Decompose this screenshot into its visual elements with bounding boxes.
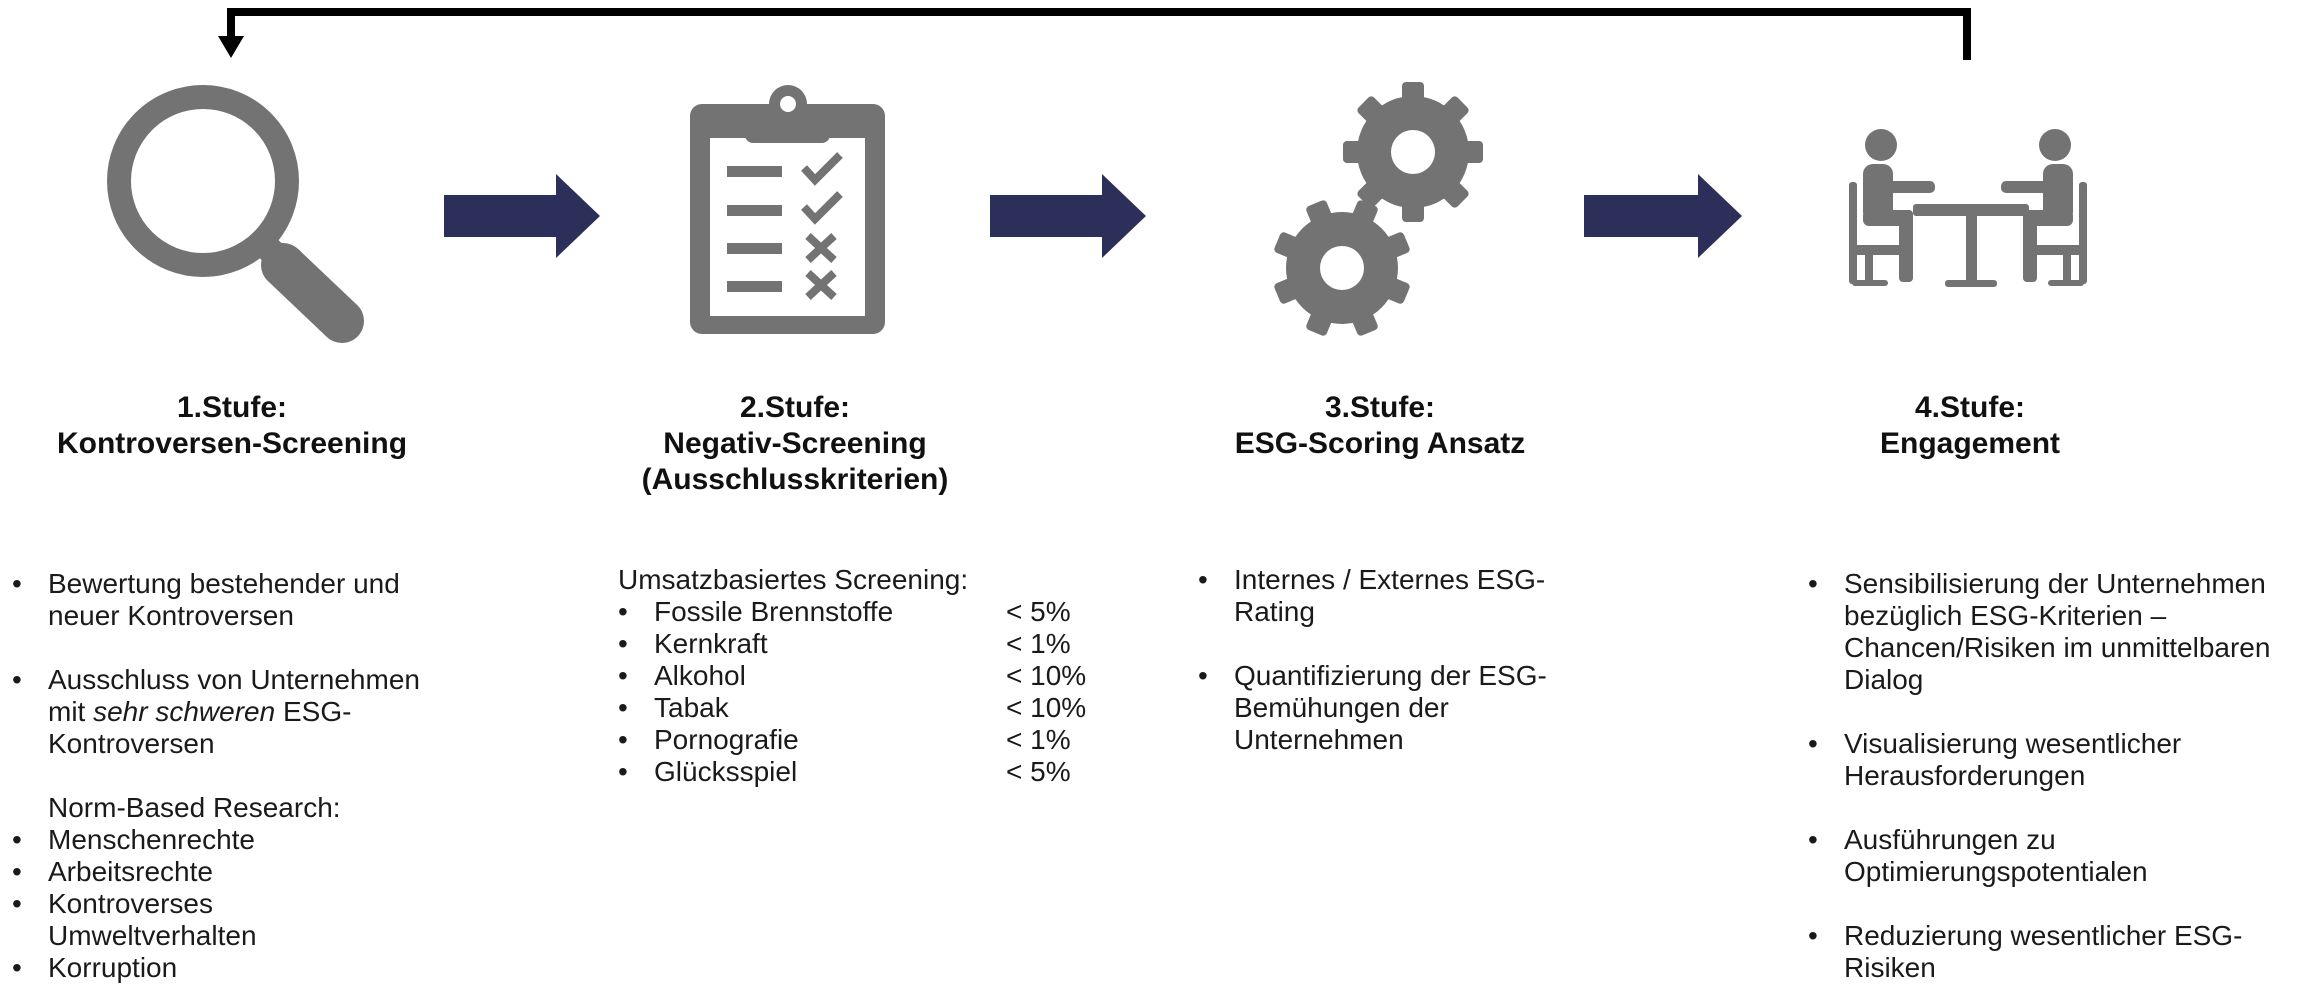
criterion-label: Glücksspiel xyxy=(654,756,798,787)
feedback-loop-arrow xyxy=(218,8,1971,60)
criterion-row: Fossile Brennstoffe < 5% xyxy=(618,596,1138,628)
stage-3-number: 3.Stufe: xyxy=(1324,391,1435,424)
norm-item-label: Korruption xyxy=(48,952,178,983)
stage-1-title: 1.Stufe: Kontroversen-Screening xyxy=(0,390,464,462)
criterion-row: Glücksspiel < 5% xyxy=(618,756,1138,788)
stage-1-name: Kontroversen-Screening xyxy=(56,427,408,460)
criterion-threshold: < 5% xyxy=(1006,756,1071,787)
stage-1-content: Bewertung bestehender und neuer Kontrove… xyxy=(12,568,452,984)
criterion-row: Kernkraft < 1% xyxy=(618,628,1138,660)
norm-item: Korruption xyxy=(12,952,452,984)
criterion-label: Alkohol xyxy=(654,660,746,691)
criterion-label: Pornografie xyxy=(654,724,799,755)
norm-item-label: Menschenrechte xyxy=(48,824,256,855)
stage-4-bullet-text: Visualisierung wesentlicher Herausforder… xyxy=(1844,728,2182,791)
stage-4-number: 4.Stufe: xyxy=(1914,391,2025,424)
flow-arrow-3-4 xyxy=(1584,174,1742,258)
norm-item-label: Kontroverses Umweltverhalten xyxy=(48,888,257,951)
stage-1-bullet-text: Ausschluss von Unternehmen mit xyxy=(48,664,420,727)
stage-1-bullet: Ausschluss von Unternehmen mit sehr schw… xyxy=(12,664,452,760)
flow-arrow-1-2 xyxy=(444,174,600,258)
stage-4-content: Sensibilisierung der Unternehmen bezügli… xyxy=(1808,568,2308,984)
criterion-threshold: < 10% xyxy=(1006,660,1087,691)
stage-4-bullet: Ausführungen zu Optimierungspotentialen xyxy=(1808,824,2204,888)
criterion-row: Tabak < 10% xyxy=(618,692,1138,724)
stage-4-name: Engagement xyxy=(1879,427,2061,460)
stage-4-bullet: Reduzierung wesentlicher ESG-Risiken xyxy=(1808,920,2284,984)
clipboard-checklist-icon xyxy=(690,85,885,334)
criterion-row: Alkohol < 10% xyxy=(618,660,1138,692)
stage-2-content: Umsatzbasiertes Screening: Fossile Brenn… xyxy=(618,564,1138,788)
stage-1-bullet-emphasis: sehr schweren xyxy=(93,696,276,727)
criterion-label: Kernkraft xyxy=(654,628,768,659)
criterion-row: Pornografie < 1% xyxy=(618,724,1138,756)
norm-item: Arbeitsrechte xyxy=(12,856,452,888)
stage-2-subname: (Ausschlusskriterien) xyxy=(641,463,949,496)
stage-3-bullet: Quantifizierung der ESG-Bemühungen der U… xyxy=(1198,660,1574,756)
stage-3-bullet: Internes / Externes ESG-Rating xyxy=(1198,564,1564,628)
stage-1-bullet-text: ESG-Kontroversen xyxy=(48,696,352,759)
stage-2-subheading: Umsatzbasiertes Screening: xyxy=(618,564,969,595)
stage-3-content: Internes / Externes ESG-Rating Quantifiz… xyxy=(1198,564,1598,756)
stage-1-number: 1.Stufe: xyxy=(176,391,287,424)
criterion-threshold: < 5% xyxy=(1006,596,1071,627)
stage-4-bullet: Sensibilisierung der Unternehmen bezügli… xyxy=(1808,568,2308,696)
criterion-label: Fossile Brennstoffe xyxy=(654,596,894,627)
stage-4-title: 4.Stufe: Engagement xyxy=(1780,390,2160,462)
criterion-threshold: < 10% xyxy=(1006,692,1087,723)
flow-arrow-2-3 xyxy=(990,174,1146,258)
criterion-threshold: < 1% xyxy=(1006,628,1071,659)
norm-item: Menschenrechte xyxy=(12,824,452,856)
criterion-label: Tabak xyxy=(654,692,729,723)
stage-3-title: 3.Stufe: ESG-Scoring Ansatz xyxy=(1180,390,1580,462)
meeting-people-icon xyxy=(1849,129,2087,287)
norm-item-label: Arbeitsrechte xyxy=(48,856,213,887)
gears-icon xyxy=(1274,82,1483,336)
stage-3-name: ESG-Scoring Ansatz xyxy=(1234,427,1526,460)
stage-1-bullet-text: Bewertung bestehender und neuer Kontrove… xyxy=(48,568,400,631)
stage-2-title: 2.Stufe: Negativ-Screening (Ausschlusskr… xyxy=(600,390,990,498)
stage-3-bullet-text: Internes / Externes ESG-Rating xyxy=(1234,564,1546,627)
magnifier-icon xyxy=(107,85,364,343)
stage-2-name: Negativ-Screening xyxy=(663,427,927,460)
stage-3-bullet-text: Quantifizierung der ESG-Bemühungen der U… xyxy=(1234,660,1547,755)
stage-4-bullet-text: Reduzierung wesentlicher ESG-Risiken xyxy=(1844,920,2243,983)
stage-4-bullet: Visualisierung wesentlicher Herausforder… xyxy=(1808,728,2244,792)
norm-item: Kontroverses Umweltverhalten xyxy=(12,888,338,952)
stage-4-bullet-text: Ausführungen zu Optimierungspotentialen xyxy=(1844,824,2148,887)
criterion-threshold: < 1% xyxy=(1006,724,1071,755)
stage-1-subheading: Norm-Based Research: xyxy=(48,792,341,823)
stage-2-number: 2.Stufe: xyxy=(739,391,850,424)
stage-4-bullet-text: Sensibilisierung der Unternehmen bezügli… xyxy=(1844,568,2271,695)
stage-1-bullet: Bewertung bestehender und neuer Kontrove… xyxy=(12,568,452,632)
